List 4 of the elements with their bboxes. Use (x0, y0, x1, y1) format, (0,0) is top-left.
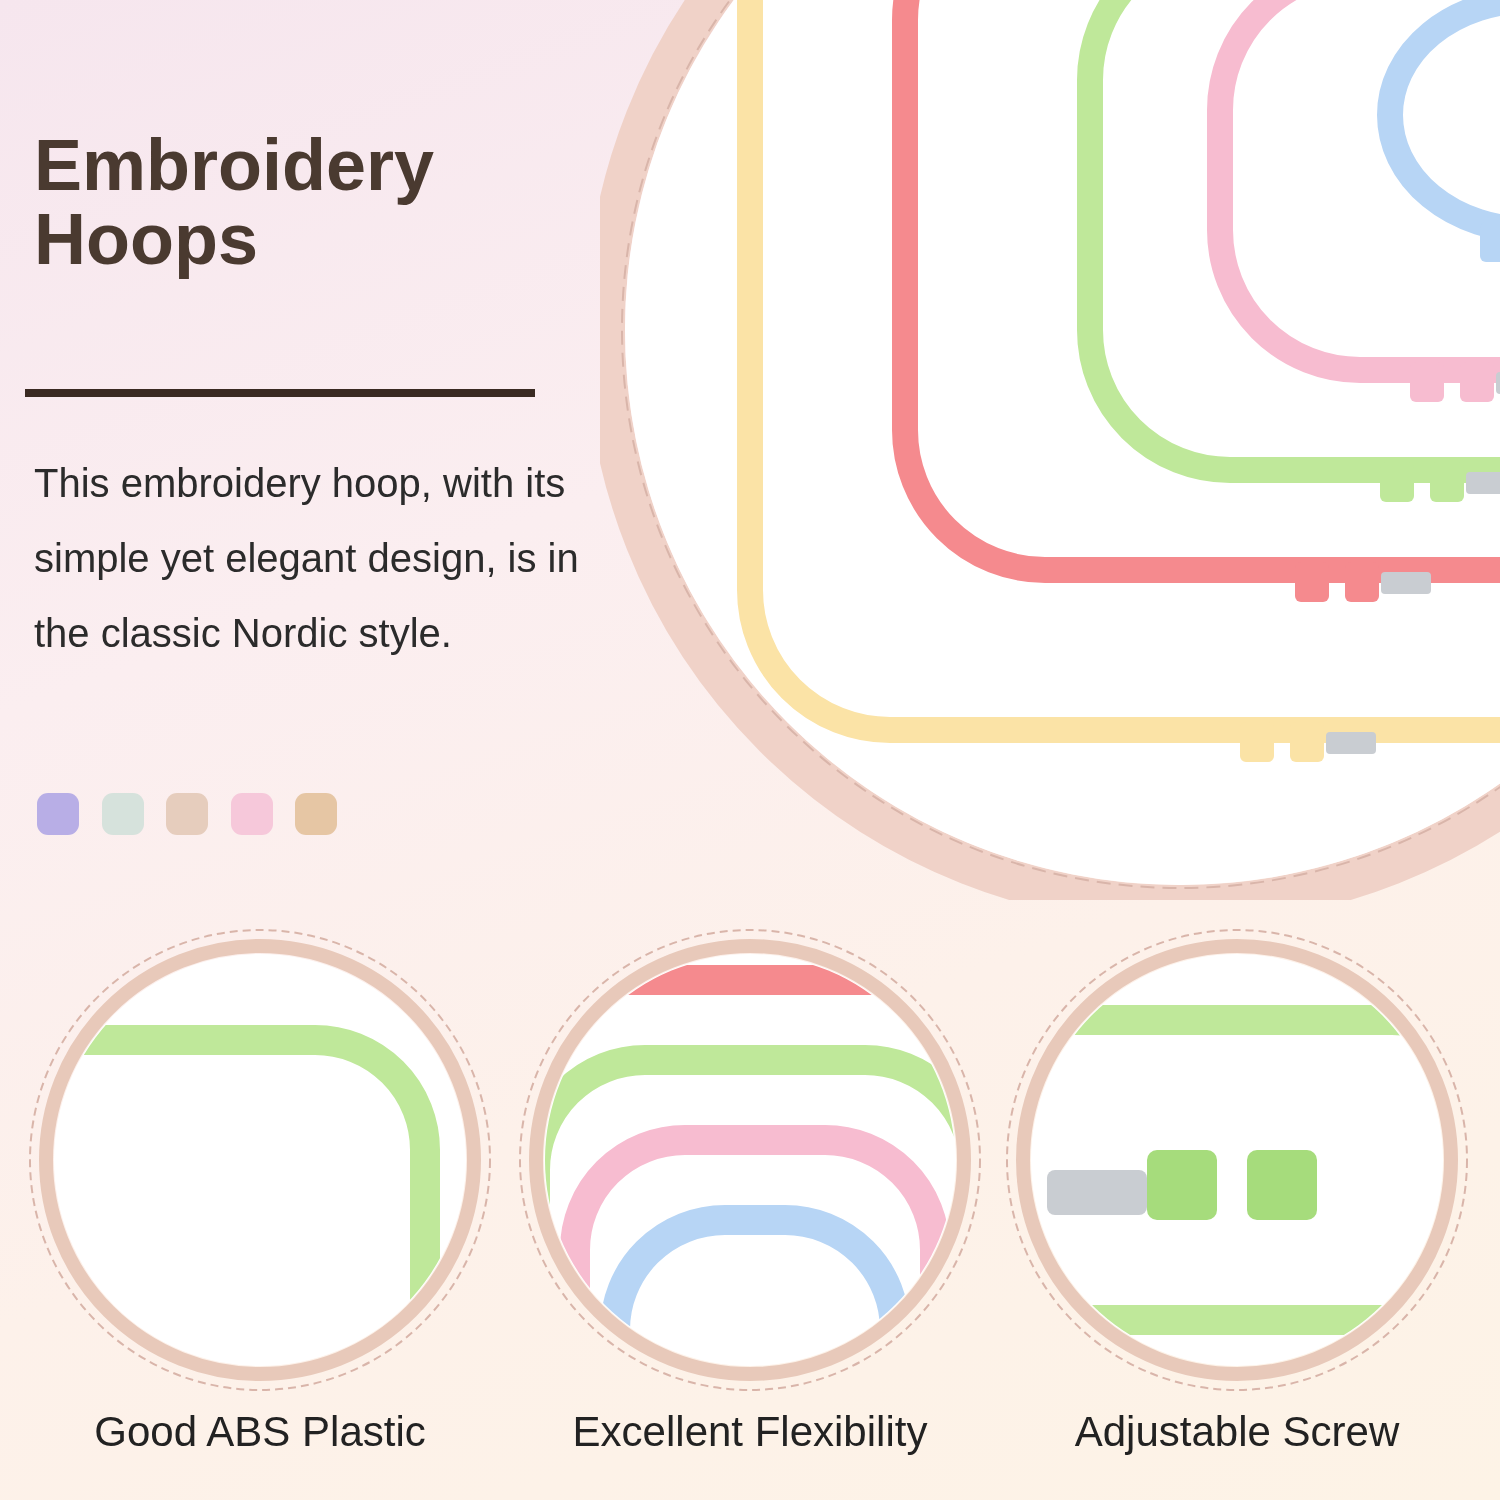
feature-caption: Good ABS Plastic (94, 1408, 426, 1456)
feature-caption: Adjustable Screw (1074, 1408, 1400, 1456)
description-text: This embroidery hoop, with its simple yet elegant design, is in the classic Nordic style. (34, 460, 579, 657)
feature-caption: Excellent Flexibility (572, 1408, 928, 1456)
